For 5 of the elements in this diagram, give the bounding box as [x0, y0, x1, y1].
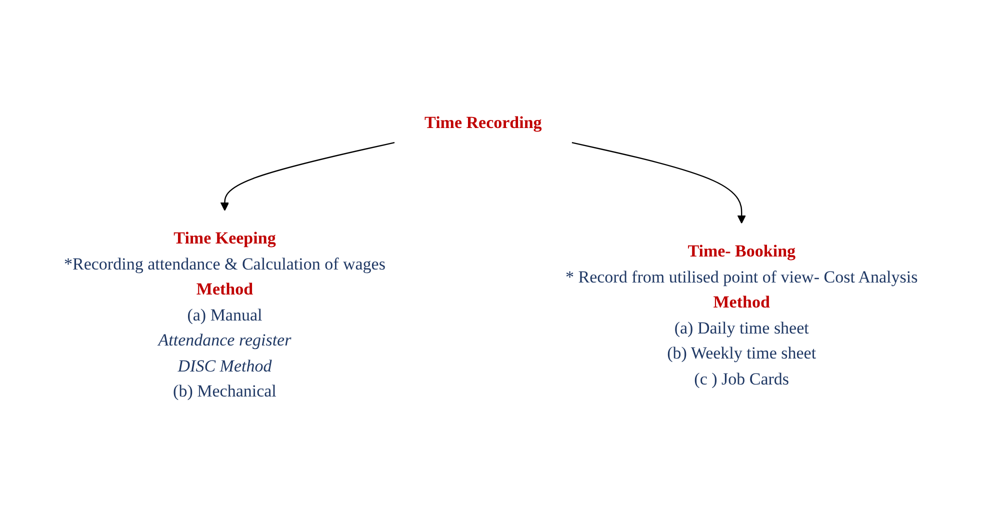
- arrow: [220, 141, 394, 210]
- node-text: Time Keeping *Recording attendance & Calculation of wages Method (a) Manual Attendance register DISC Method (b) Mechanical: [64, 228, 386, 400]
- node-text: Time- Booking * Record from utilised point of view- Cost Analysis Method (a) Daily time sheet (b) Weekly time sheet (c ) Job Cards: [565, 240, 918, 388]
- node-text: Time Recording: [424, 112, 542, 132]
- arrow: [571, 141, 746, 224]
